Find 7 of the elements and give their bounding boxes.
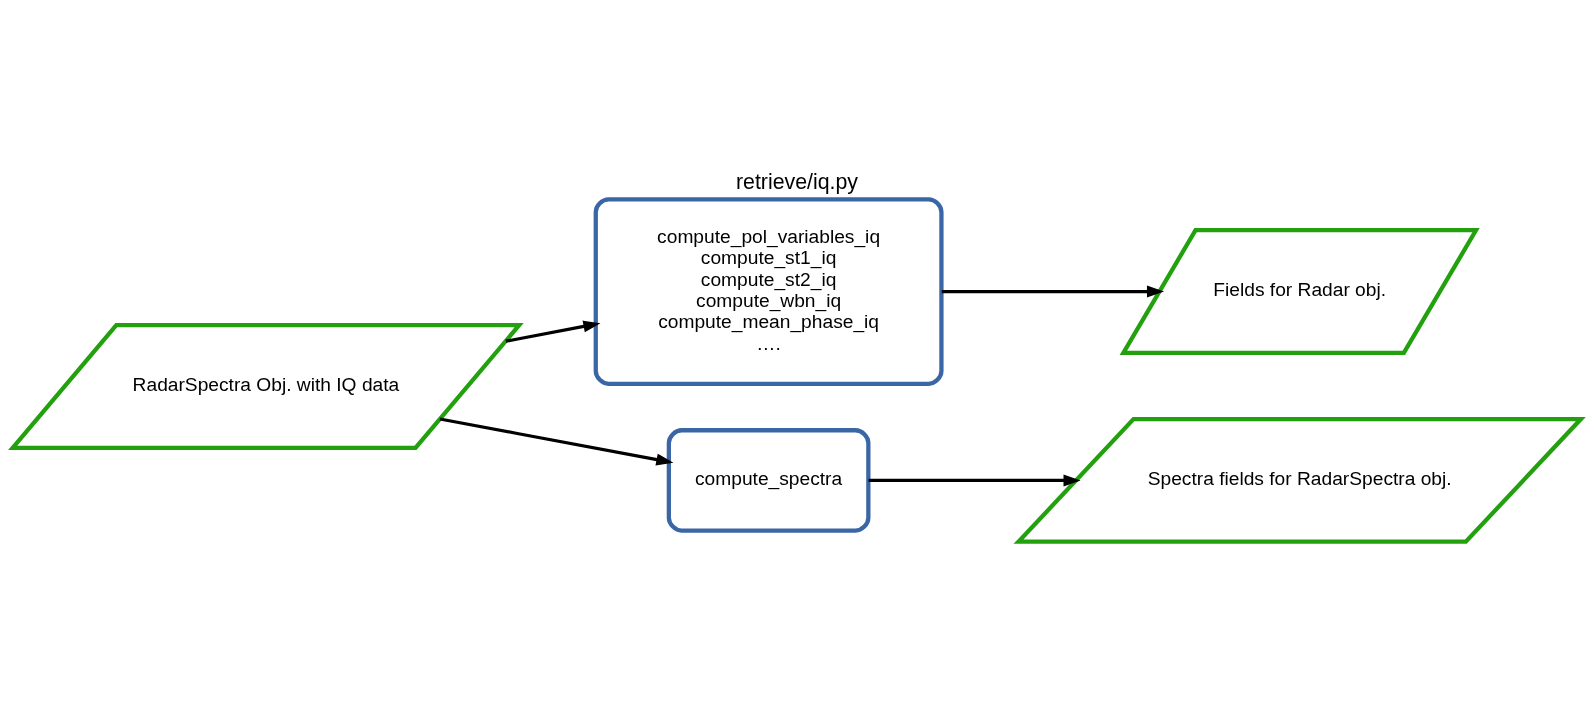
arrow (505, 320, 601, 343)
node-box: compute_spectra (666, 428, 871, 533)
arrow (439, 417, 674, 466)
arrow (868, 474, 1081, 487)
node-box: compute_pol_variables_iq compute_st1_iq compute_st2_iq compute_wbn_iq compute_mean_phase_iq …. (593, 197, 944, 386)
arrow (941, 285, 1165, 298)
diagram-title: retrieve/iq.py (735, 169, 859, 194)
